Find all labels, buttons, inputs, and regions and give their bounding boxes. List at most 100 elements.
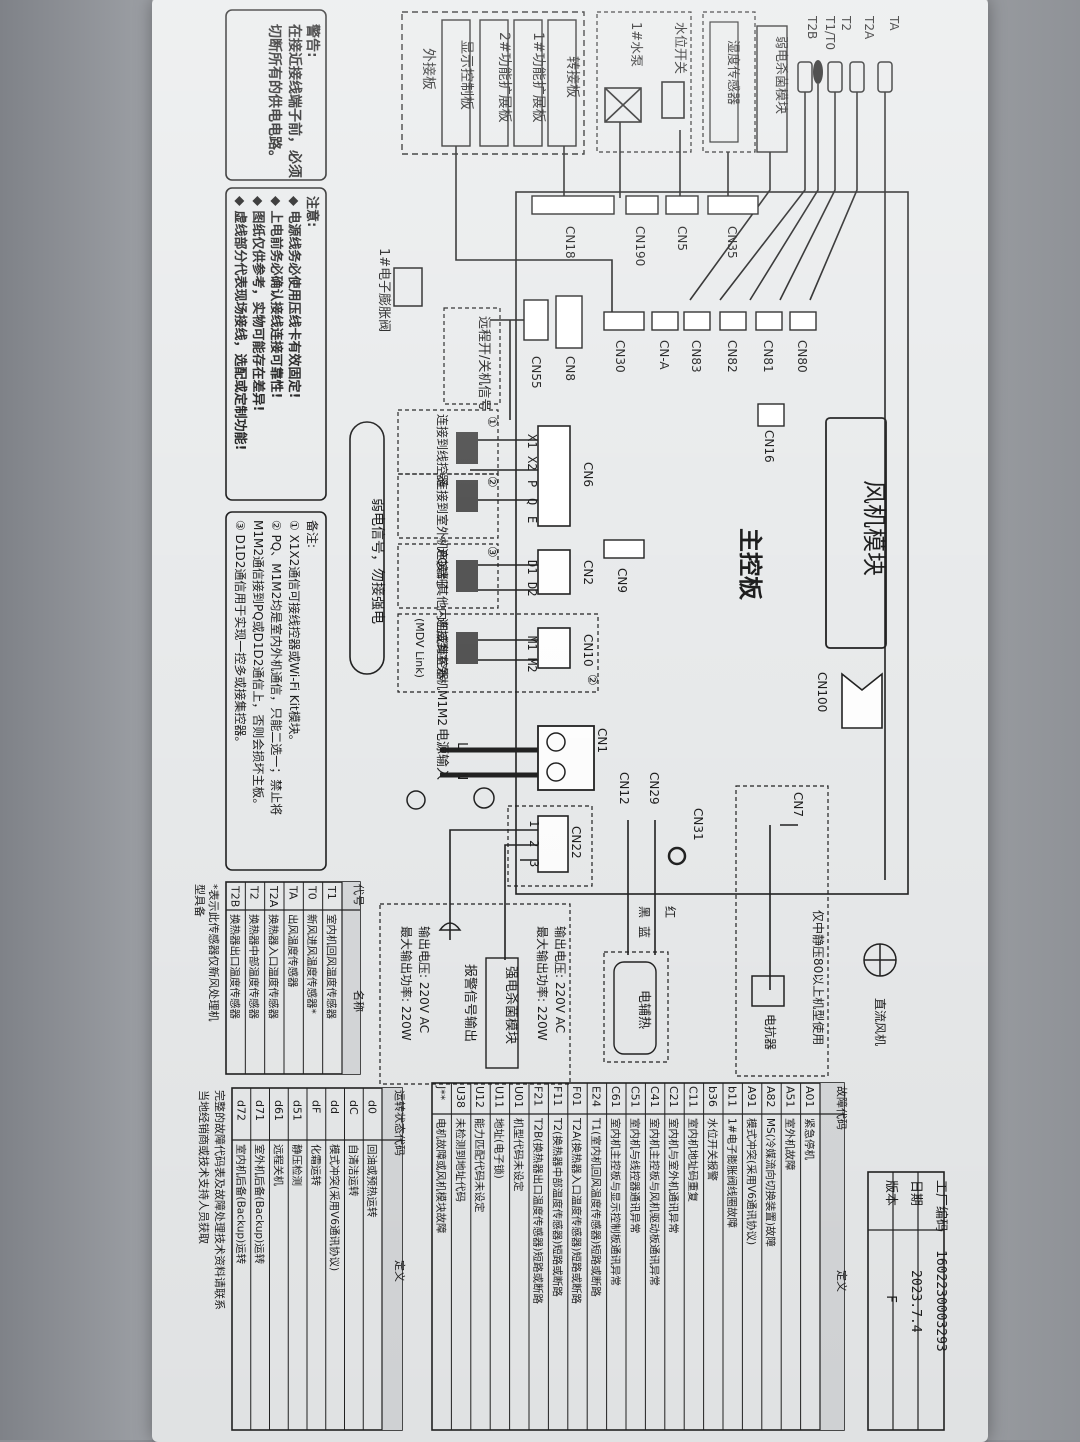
sensor-header-name: 名称 — [352, 990, 366, 1012]
fault-code: U11 — [493, 1086, 506, 1108]
warning-box: 警告: 在接近接线端子前，必须 切断所有的供电电路。 — [225, 9, 327, 181]
status-code: d51 — [291, 1100, 304, 1121]
fault-definition: 水位开关报警 — [706, 1118, 719, 1181]
mark-3: ③ — [484, 546, 499, 558]
pin-m1: M1 — [525, 636, 539, 650]
fault-code: U38 — [454, 1086, 467, 1108]
title-block: 工厂编码 1602230003293 日期 2023.7.4 版本 F — [867, 1171, 948, 1431]
version-label: 版本 — [883, 1180, 898, 1206]
cn31-label: CN31 — [691, 808, 705, 841]
sensor-code: T1 — [325, 885, 338, 900]
fault-code: J** — [434, 1085, 447, 1101]
status-footnote-2: 当地经销商或技术支持人员获取 — [197, 1090, 211, 1244]
status-definition: 回油或预热运转 — [366, 1144, 379, 1218]
warning-line-2: 切断所有的供电电路。 — [266, 24, 283, 164]
status-code: dd — [328, 1100, 341, 1114]
warning-title: 警告: — [304, 24, 321, 58]
fault-definition: 未检测到地址代码 — [454, 1118, 467, 1202]
sensor-name: 换热器入口温度传感器 — [267, 914, 280, 1019]
expansion-valve-icon — [393, 267, 423, 307]
pin-e: E — [525, 516, 539, 523]
pin-x2: X2 — [525, 456, 539, 470]
status-code: dF — [309, 1100, 322, 1113]
cn100-connector — [841, 672, 883, 729]
sensor-t2a: T2A — [862, 15, 876, 40]
status-definition: 室外机后备(Backup)运转 — [253, 1144, 266, 1265]
sterilizer-spec-2: 最大输出功率: 220W — [535, 926, 550, 1041]
fault-code: F21 — [531, 1086, 544, 1106]
cn8-label: CN8 — [563, 356, 577, 381]
heater-label: 电辅热 — [636, 990, 651, 1029]
fault-definition: T2(换热器中部温度传感器)短路或断路 — [551, 1117, 564, 1297]
fault-code: C41 — [648, 1086, 661, 1108]
cable-clamp-icon — [473, 787, 495, 809]
cn100-label: CN100 — [815, 672, 829, 712]
remark-1: ① X1X2通信可接线控器或Wi-Fi Kit模块。 — [287, 520, 302, 747]
sensor-ta: TA — [887, 15, 901, 31]
alarm-spec-1: 输出电压: 220V AC — [417, 926, 432, 1033]
power-section: L N 电源输入 1 2 3 强电杀菌模块 输出电压: 220V AC 最大输出… — [379, 728, 678, 1085]
notes-title: 注意: — [304, 196, 320, 227]
fault-definition: 模式冲突(采用V6通讯协议) — [745, 1118, 758, 1245]
pin-q: Q — [525, 498, 539, 505]
wire-black: 黑 — [637, 906, 651, 918]
status-code: d71 — [253, 1100, 266, 1121]
remark-4: ③ D1D2通信用于实现一控多或接集控器。 — [233, 520, 248, 748]
sensor-t1: T1/T0 — [823, 15, 837, 50]
fault-definition: 电机故障或风机模块故障 — [434, 1118, 447, 1234]
fault-code: A82 — [764, 1086, 777, 1108]
ext-board-1: 1#功能扩展板 — [530, 32, 546, 123]
fault-header-code: 故障代码 — [835, 1086, 849, 1130]
power-input: 电源输入 — [434, 728, 450, 780]
remarks-title: 备注: — [305, 520, 320, 548]
status-definition: 静压检测 — [291, 1144, 304, 1186]
fault-definition: T2A(换热器入口温度传感器)短路或断路 — [570, 1117, 583, 1304]
cn16-label: CN16 — [762, 430, 776, 463]
status-definition: 化霜运转 — [309, 1144, 322, 1186]
fault-definition: 室外机故障 — [784, 1118, 797, 1171]
remote-signal-label: 远程开/关机信号 — [476, 316, 491, 411]
fault-code: U01 — [512, 1086, 525, 1108]
wire-red: 红 — [663, 906, 678, 918]
sterilizer-spec-1: 输出电压: 220V AC — [553, 926, 568, 1033]
fault-code: A91 — [745, 1086, 758, 1108]
status-code: d0 — [366, 1100, 379, 1114]
sensor-footnote-2: 型具备 — [193, 884, 207, 917]
remarks-box: 备注: ① X1X2通信可接线控器或Wi-Fi Kit模块。 ② PQ、M1M2… — [225, 511, 327, 871]
status-code-table: d0回油或预热运转dC自清洁运转dd模式冲突(采用V6通讯协议)dF化霜运转d5… — [197, 1087, 407, 1431]
sensor-code: T2 — [248, 885, 261, 900]
main-board-wires — [440, 84, 909, 990]
cn81-label: CN81 — [761, 340, 775, 373]
cn5-label: CN5 — [675, 226, 689, 251]
water-switch-icon — [661, 81, 685, 119]
alarm-light-icon — [438, 922, 462, 931]
fault-definition: 紧急停机 — [803, 1118, 816, 1160]
remark-3: M1M2通信接到PQ或D1D2通信上，否则会损坏主板。 — [251, 520, 266, 810]
sterilizer-label: 弱电杀菌模块 — [773, 36, 788, 114]
pump-label: 1#水泵 — [628, 22, 643, 67]
fault-code-table: A01紧急停机A51室外机故障A82MS(冷媒流向切换装置)故障A91模式冲突(… — [431, 1082, 849, 1431]
cn55-label: CN55 — [529, 356, 543, 389]
fault-definition: 1#电子膨胀阀线圈故障 — [725, 1118, 738, 1228]
note-1: ◆ 电源线务必使用压线卡有效固定! — [286, 196, 302, 398]
weak-signal-pill: 弱电信号，勿接强电 — [349, 421, 386, 675]
version-value: F — [883, 1295, 898, 1303]
cn7-label: CN7 — [791, 792, 805, 817]
fault-code: C11 — [687, 1086, 700, 1108]
cn1-label: CN1 — [595, 728, 609, 753]
humidity-sensor-label: 湿度传感器 — [725, 40, 741, 105]
pin-d1: D1 — [525, 560, 539, 574]
to-wired-controller: 连接到线控器 — [435, 414, 450, 486]
main-board-labels: 主控板 风机模块 1#电子膨胀阀 远程开/关机信号 — [376, 248, 888, 649]
fault-code: U12 — [473, 1086, 486, 1108]
warning-line-1: 在接近接线端子前，必须 — [286, 24, 303, 178]
fault-definition: 室内机与线控器通讯异常 — [628, 1118, 641, 1234]
to-outdoor-m1m2: 连接到室外机M1M2 — [435, 618, 450, 726]
static-pressure-note: 仅中静压80以上机型使用 — [811, 910, 826, 1045]
external-boards-group: 外接板 显示控制板 2#功能扩展板 1#功能扩展板 转接板 — [401, 11, 585, 155]
sensor-code: T2B — [228, 885, 241, 907]
pump-icon — [604, 87, 642, 123]
dc-fan-label: 直流风机 — [873, 998, 887, 1046]
strong-sterilizer-label: 强电杀菌模块 — [503, 966, 518, 1044]
fault-code: C51 — [628, 1086, 641, 1108]
